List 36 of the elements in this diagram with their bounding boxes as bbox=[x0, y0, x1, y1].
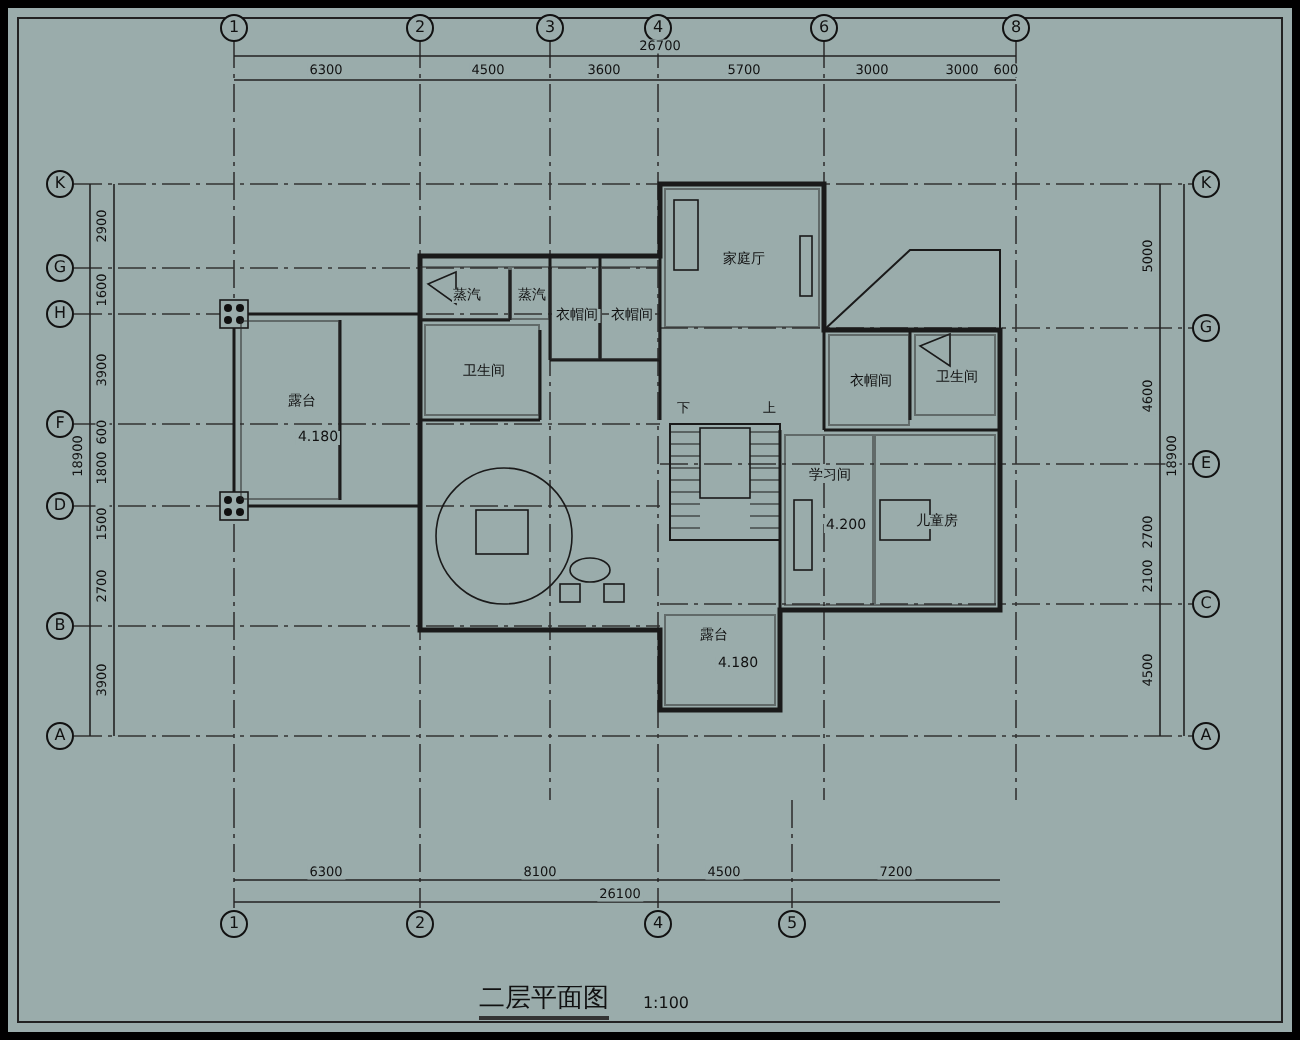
axis-bubble: 3 bbox=[536, 14, 564, 42]
room-area bbox=[664, 614, 776, 706]
room-area bbox=[784, 434, 874, 606]
room-area bbox=[510, 266, 550, 320]
room-area bbox=[914, 334, 996, 416]
axis-bubble: H bbox=[46, 300, 74, 328]
drawing-title: 二层平面图 bbox=[479, 980, 609, 1020]
room-area bbox=[240, 320, 340, 500]
room-area bbox=[420, 266, 510, 320]
axis-bubble: G bbox=[1192, 314, 1220, 342]
axis-bubble: K bbox=[1192, 170, 1220, 198]
axis-bubble: A bbox=[1192, 722, 1220, 750]
room-area bbox=[600, 266, 660, 360]
axis-bubble: E bbox=[1192, 450, 1220, 478]
room-area bbox=[424, 324, 540, 416]
axis-bubble: 6 bbox=[810, 14, 838, 42]
room-area bbox=[828, 334, 910, 426]
axis-bubble: B bbox=[46, 612, 74, 640]
axis-bubble: F bbox=[46, 410, 74, 438]
axis-bubble: D bbox=[46, 492, 74, 520]
axis-bubble: 1 bbox=[220, 910, 248, 938]
axis-bubble: 2 bbox=[406, 14, 434, 42]
room-area bbox=[550, 266, 600, 360]
axis-bubble: 4 bbox=[644, 14, 672, 42]
axis-bubble: 5 bbox=[778, 910, 806, 938]
axis-bubble: K bbox=[46, 170, 74, 198]
axis-bubble: A bbox=[46, 722, 74, 750]
axis-bubble: C bbox=[1192, 590, 1220, 618]
axis-bubble: 2 bbox=[406, 910, 434, 938]
room-area bbox=[664, 188, 820, 328]
axis-bubble: 4 bbox=[644, 910, 672, 938]
scale-label: 1:100 bbox=[642, 996, 690, 1012]
axis-bubble: 1 bbox=[220, 14, 248, 42]
room-area bbox=[874, 434, 996, 606]
axis-bubble: 8 bbox=[1002, 14, 1030, 42]
axis-bubble: G bbox=[46, 254, 74, 282]
